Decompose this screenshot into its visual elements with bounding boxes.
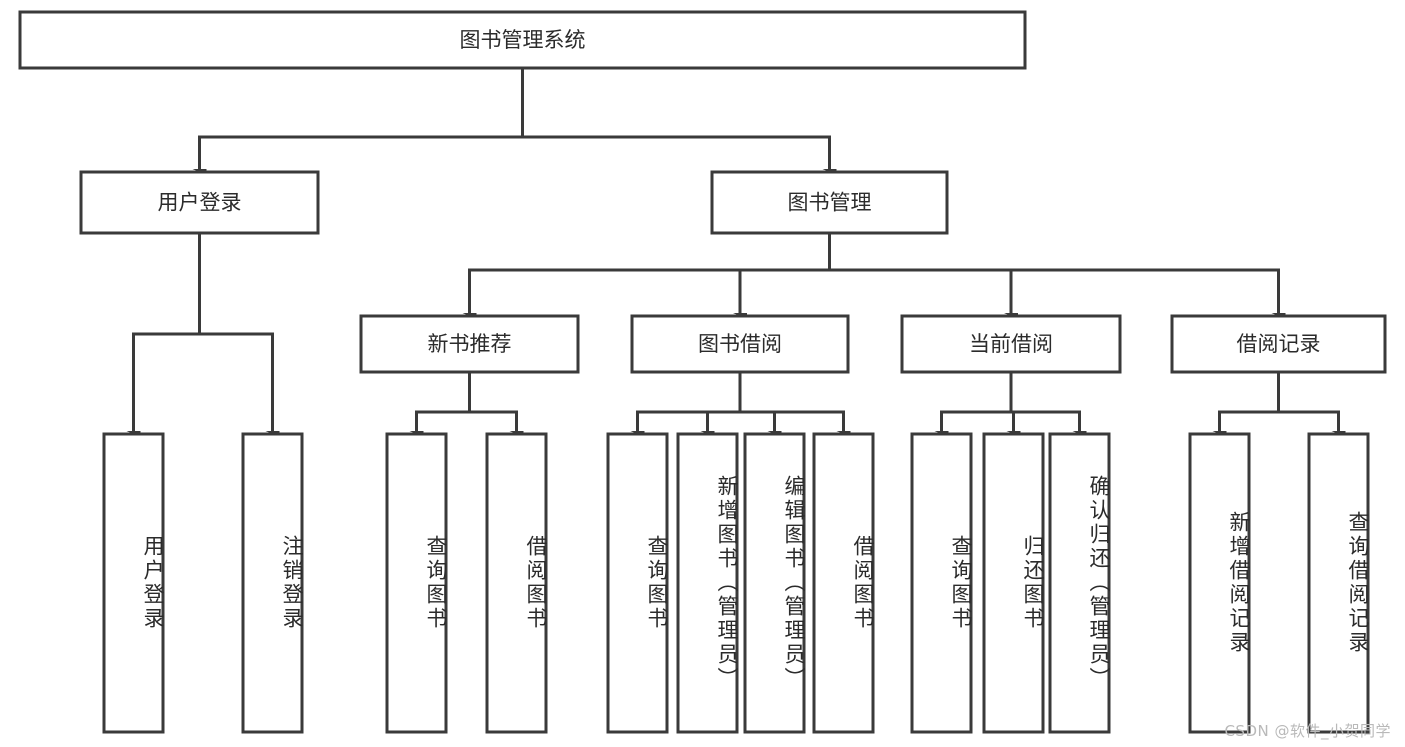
boxes-layer	[18, 10, 1387, 734]
node-leaf-edit-book[interactable]	[743, 432, 806, 734]
node-new-book-recommend-label: 新书推荐	[428, 332, 512, 356]
node-borrow-record[interactable]	[1170, 314, 1387, 374]
watermark: CSDN @软件_小贺同学	[1224, 722, 1391, 740]
node-book-manage-label: 图书管理	[788, 191, 872, 215]
node-leaf-borrow-book-rec[interactable]	[485, 432, 548, 734]
node-leaf-query-record[interactable]	[1307, 432, 1370, 734]
node-leaf-confirm-return[interactable]	[1048, 432, 1111, 734]
node-current-borrow[interactable]	[900, 314, 1122, 374]
node-leaf-borrow-book-b[interactable]	[812, 432, 875, 734]
node-book-borrow[interactable]	[630, 314, 850, 374]
node-leaf-add-book[interactable]	[676, 432, 739, 734]
node-user-login[interactable]	[79, 170, 320, 235]
node-current-borrow-label: 当前借阅	[969, 332, 1053, 356]
node-book-manage[interactable]	[710, 170, 949, 235]
node-borrow-record-label: 借阅记录	[1237, 332, 1321, 356]
node-leaf-query-book-rec[interactable]	[385, 432, 448, 734]
node-root-label: 图书管理系统	[460, 28, 586, 52]
node-book-borrow-label: 图书借阅	[698, 332, 782, 356]
node-leaf-user-login[interactable]	[102, 432, 165, 734]
node-leaf-return-book[interactable]	[982, 432, 1045, 734]
connectors-layer	[134, 66, 1339, 432]
node-leaf-query-book-c[interactable]	[910, 432, 973, 734]
node-leaf-logout[interactable]	[241, 432, 304, 734]
node-user-login-label: 用户登录	[158, 191, 242, 215]
node-leaf-query-book-b[interactable]	[606, 432, 669, 734]
node-root[interactable]	[18, 10, 1027, 70]
node-new-book-recommend[interactable]	[359, 314, 580, 374]
node-leaf-add-record[interactable]	[1188, 432, 1251, 734]
